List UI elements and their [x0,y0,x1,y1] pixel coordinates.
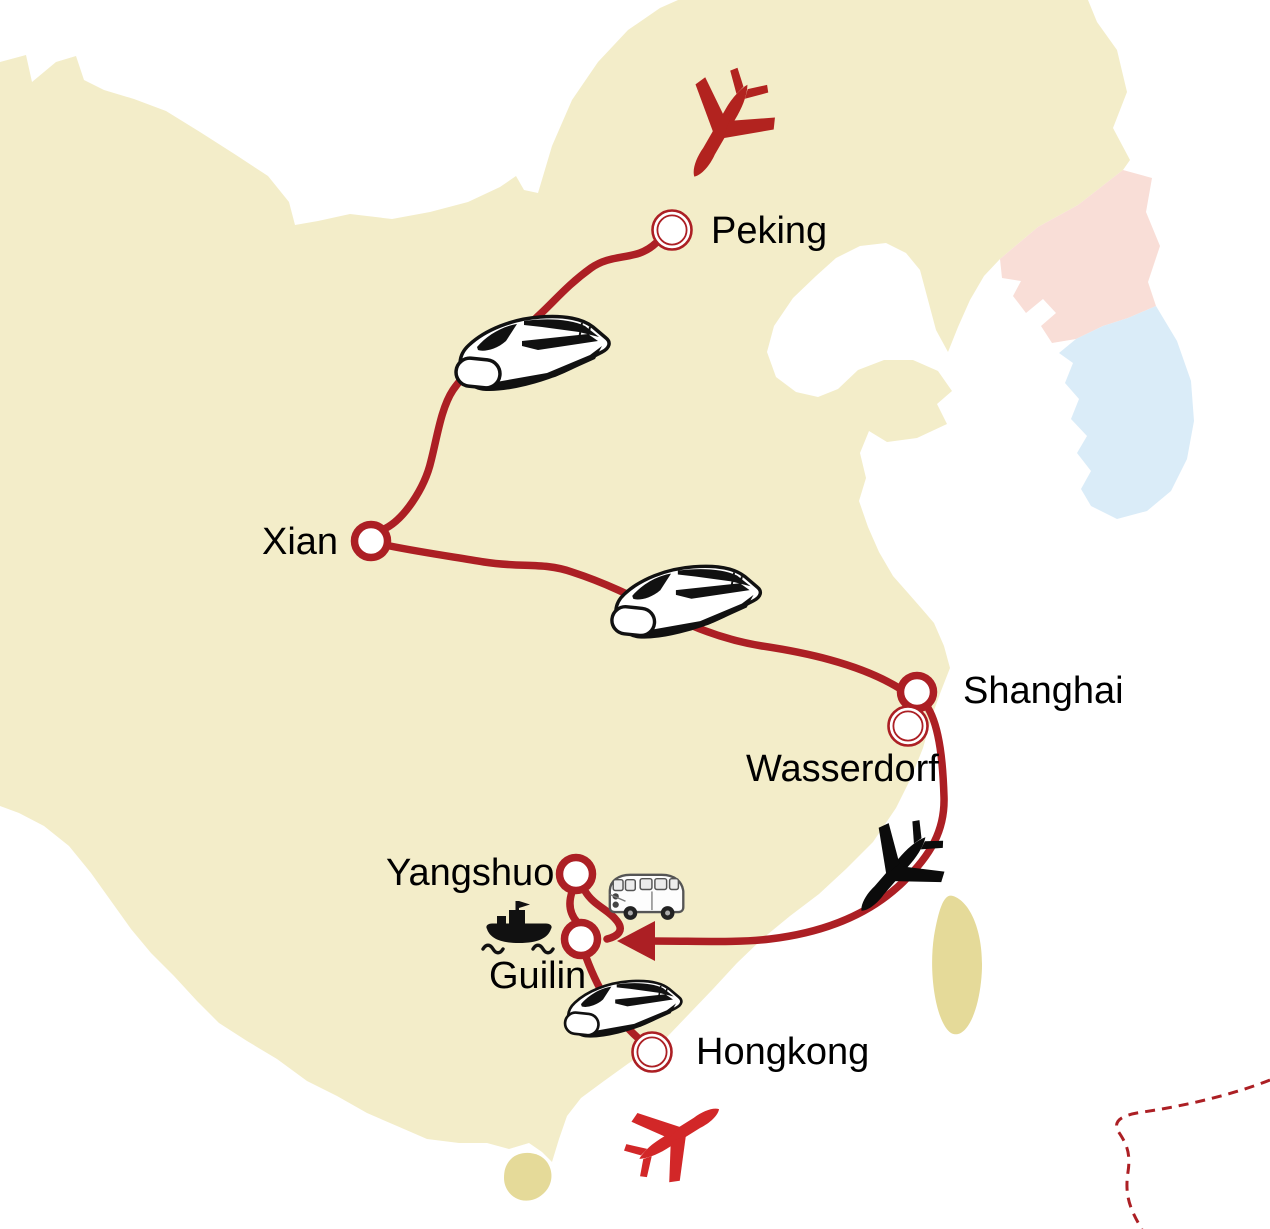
label-guilin: Guilin [489,955,586,997]
marker-yangshuo [555,853,597,895]
route-shanghai-guilin [646,704,948,946]
label-xian: Xian [262,521,338,563]
marker-xian [350,520,392,562]
label-shanghai: Shanghai [963,670,1124,712]
route-arrowhead-guilin [617,921,655,961]
hainan-island [504,1152,552,1201]
label-peking: Peking [711,210,827,252]
label-wasserdorf: Wasserdorf [746,748,939,790]
marker-shanghai [896,671,938,713]
city-labels: Peking Xian Shanghai Wasserdorf Yangshuo… [262,210,1124,1073]
maritime-dashed-border [1115,1078,1270,1229]
label-hongkong: Hongkong [696,1031,869,1073]
north-korea [1000,170,1160,343]
south-korea [1059,306,1194,519]
marker-hongkong [631,1031,673,1073]
taiwan-island [932,895,983,1035]
route-yangshuo-guilin-east [581,887,624,943]
city-markers [350,209,938,1073]
bus-icon [608,873,685,922]
marker-guilin [560,918,602,960]
label-yangshuo: Yangshuo [386,852,554,894]
china-mainland [0,0,1130,1162]
marker-peking [651,209,693,251]
marker-wasserdorf [887,705,929,747]
airplane-icon [610,1075,741,1198]
